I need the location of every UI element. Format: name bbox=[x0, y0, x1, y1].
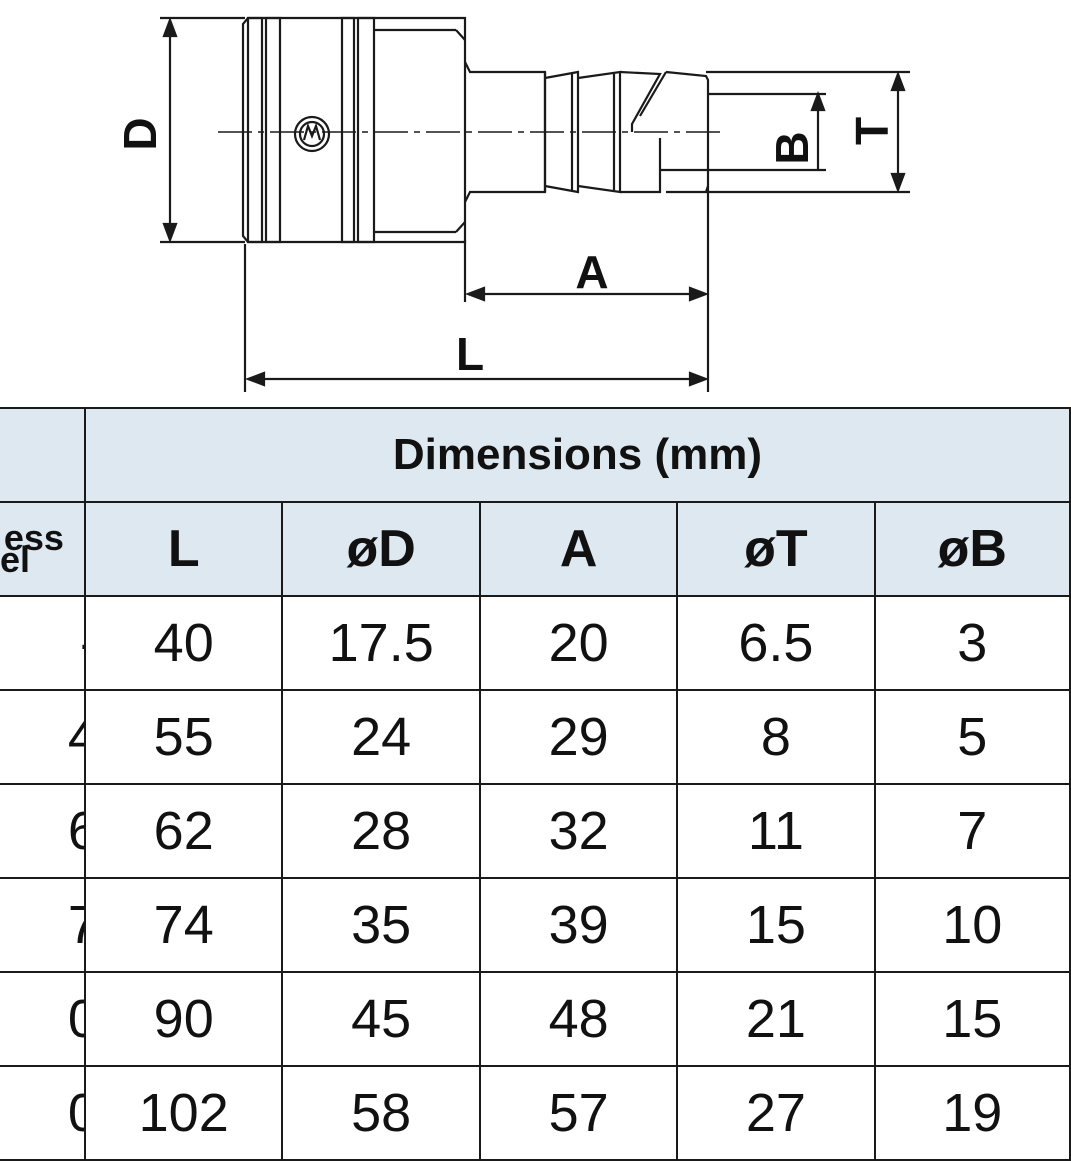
table-row: 455242985 bbox=[0, 689, 1071, 785]
model-cell: 6 bbox=[0, 783, 86, 879]
barb-2 bbox=[577, 70, 622, 194]
model-cell-text: - bbox=[80, 612, 83, 674]
table-row: 6622832117 bbox=[0, 783, 1071, 879]
value-cell-A: 20 bbox=[478, 595, 679, 691]
value-cell-B: 7 bbox=[873, 783, 1071, 879]
column-header-A: A bbox=[478, 501, 679, 597]
value-cell-T: 11 bbox=[676, 783, 876, 879]
value-cell-A: 48 bbox=[478, 971, 679, 1067]
model-cell: 0 bbox=[0, 1065, 86, 1161]
ring-2 bbox=[264, 16, 282, 244]
label-T: T bbox=[846, 117, 898, 145]
value-cell-L: 55 bbox=[83, 689, 284, 785]
value-cell-B: 15 bbox=[873, 971, 1071, 1067]
value-cell-B: 3 bbox=[873, 595, 1071, 691]
value-cell-A: 57 bbox=[478, 1065, 679, 1161]
value-cell-A: 29 bbox=[478, 689, 679, 785]
model-cell: 0 bbox=[0, 971, 86, 1067]
barb-1 bbox=[544, 70, 580, 194]
model-cell: 7 bbox=[0, 877, 86, 973]
value-cell-A: 32 bbox=[478, 783, 679, 879]
dimensions-table: Dimensions (mm) ess el L øD A øT øB -401… bbox=[0, 407, 1071, 1161]
value-cell-T: 8 bbox=[676, 689, 876, 785]
ring-4 bbox=[356, 16, 376, 244]
model-column-header: ess el bbox=[0, 501, 86, 597]
coupler-drawing: D B T A L bbox=[0, 0, 1071, 405]
stem-tip bbox=[665, 70, 710, 194]
model-cell: 4 bbox=[0, 689, 86, 785]
brand-logo bbox=[293, 115, 331, 153]
value-cell-L: 62 bbox=[83, 783, 284, 879]
label-A: A bbox=[575, 246, 608, 298]
coupler-drawing-svg: D B T A L bbox=[114, 16, 910, 392]
ring-3 bbox=[340, 16, 356, 244]
model-cell-text: 6 bbox=[68, 800, 83, 862]
ring-1 bbox=[246, 16, 264, 244]
group-header-row: Dimensions (mm) bbox=[0, 407, 1071, 503]
value-cell-L: 90 bbox=[83, 971, 284, 1067]
value-cell-D: 45 bbox=[281, 971, 481, 1067]
column-header-T: øT bbox=[676, 501, 876, 597]
value-cell-B: 10 bbox=[873, 877, 1071, 973]
column-header-L: L bbox=[83, 501, 284, 597]
model-header-line-2: el bbox=[0, 539, 31, 580]
table-body: -4017.5206.53455242985662283211777435391… bbox=[0, 595, 1071, 1161]
column-header-B: øB bbox=[873, 501, 1071, 597]
column-header-row: ess el L øD A øT øB bbox=[0, 501, 1071, 597]
value-cell-D: 28 bbox=[281, 783, 481, 879]
label-B: B bbox=[766, 131, 818, 164]
value-cell-B: 5 bbox=[873, 689, 1071, 785]
value-cell-T: 21 bbox=[676, 971, 876, 1067]
table-row: 010258572719 bbox=[0, 1065, 1071, 1161]
model-cell-text: 7 bbox=[68, 894, 83, 956]
value-cell-T: 15 bbox=[676, 877, 876, 973]
model-cell-text: 0 bbox=[68, 1082, 83, 1144]
value-cell-L: 74 bbox=[83, 877, 284, 973]
model-cell-text: 4 bbox=[68, 706, 83, 768]
dimensions-group-header: Dimensions (mm) bbox=[83, 407, 1071, 503]
model-cell-text: 0 bbox=[68, 988, 83, 1050]
label-L: L bbox=[456, 328, 484, 380]
value-cell-D: 58 bbox=[281, 1065, 481, 1161]
value-cell-D: 35 bbox=[281, 877, 481, 973]
value-cell-B: 19 bbox=[873, 1065, 1071, 1161]
value-cell-T: 27 bbox=[676, 1065, 876, 1161]
barb-3 bbox=[619, 70, 662, 132]
model-cell: - bbox=[0, 595, 86, 691]
value-cell-L: 40 bbox=[83, 595, 284, 691]
value-cell-D: 24 bbox=[281, 689, 481, 785]
label-D: D bbox=[114, 117, 166, 150]
value-cell-D: 17.5 bbox=[281, 595, 481, 691]
column-header-D: øD bbox=[281, 501, 481, 597]
value-cell-T: 6.5 bbox=[676, 595, 876, 691]
model-group-cell bbox=[0, 407, 86, 503]
value-cell-A: 39 bbox=[478, 877, 679, 973]
value-cell-L: 102 bbox=[83, 1065, 284, 1161]
